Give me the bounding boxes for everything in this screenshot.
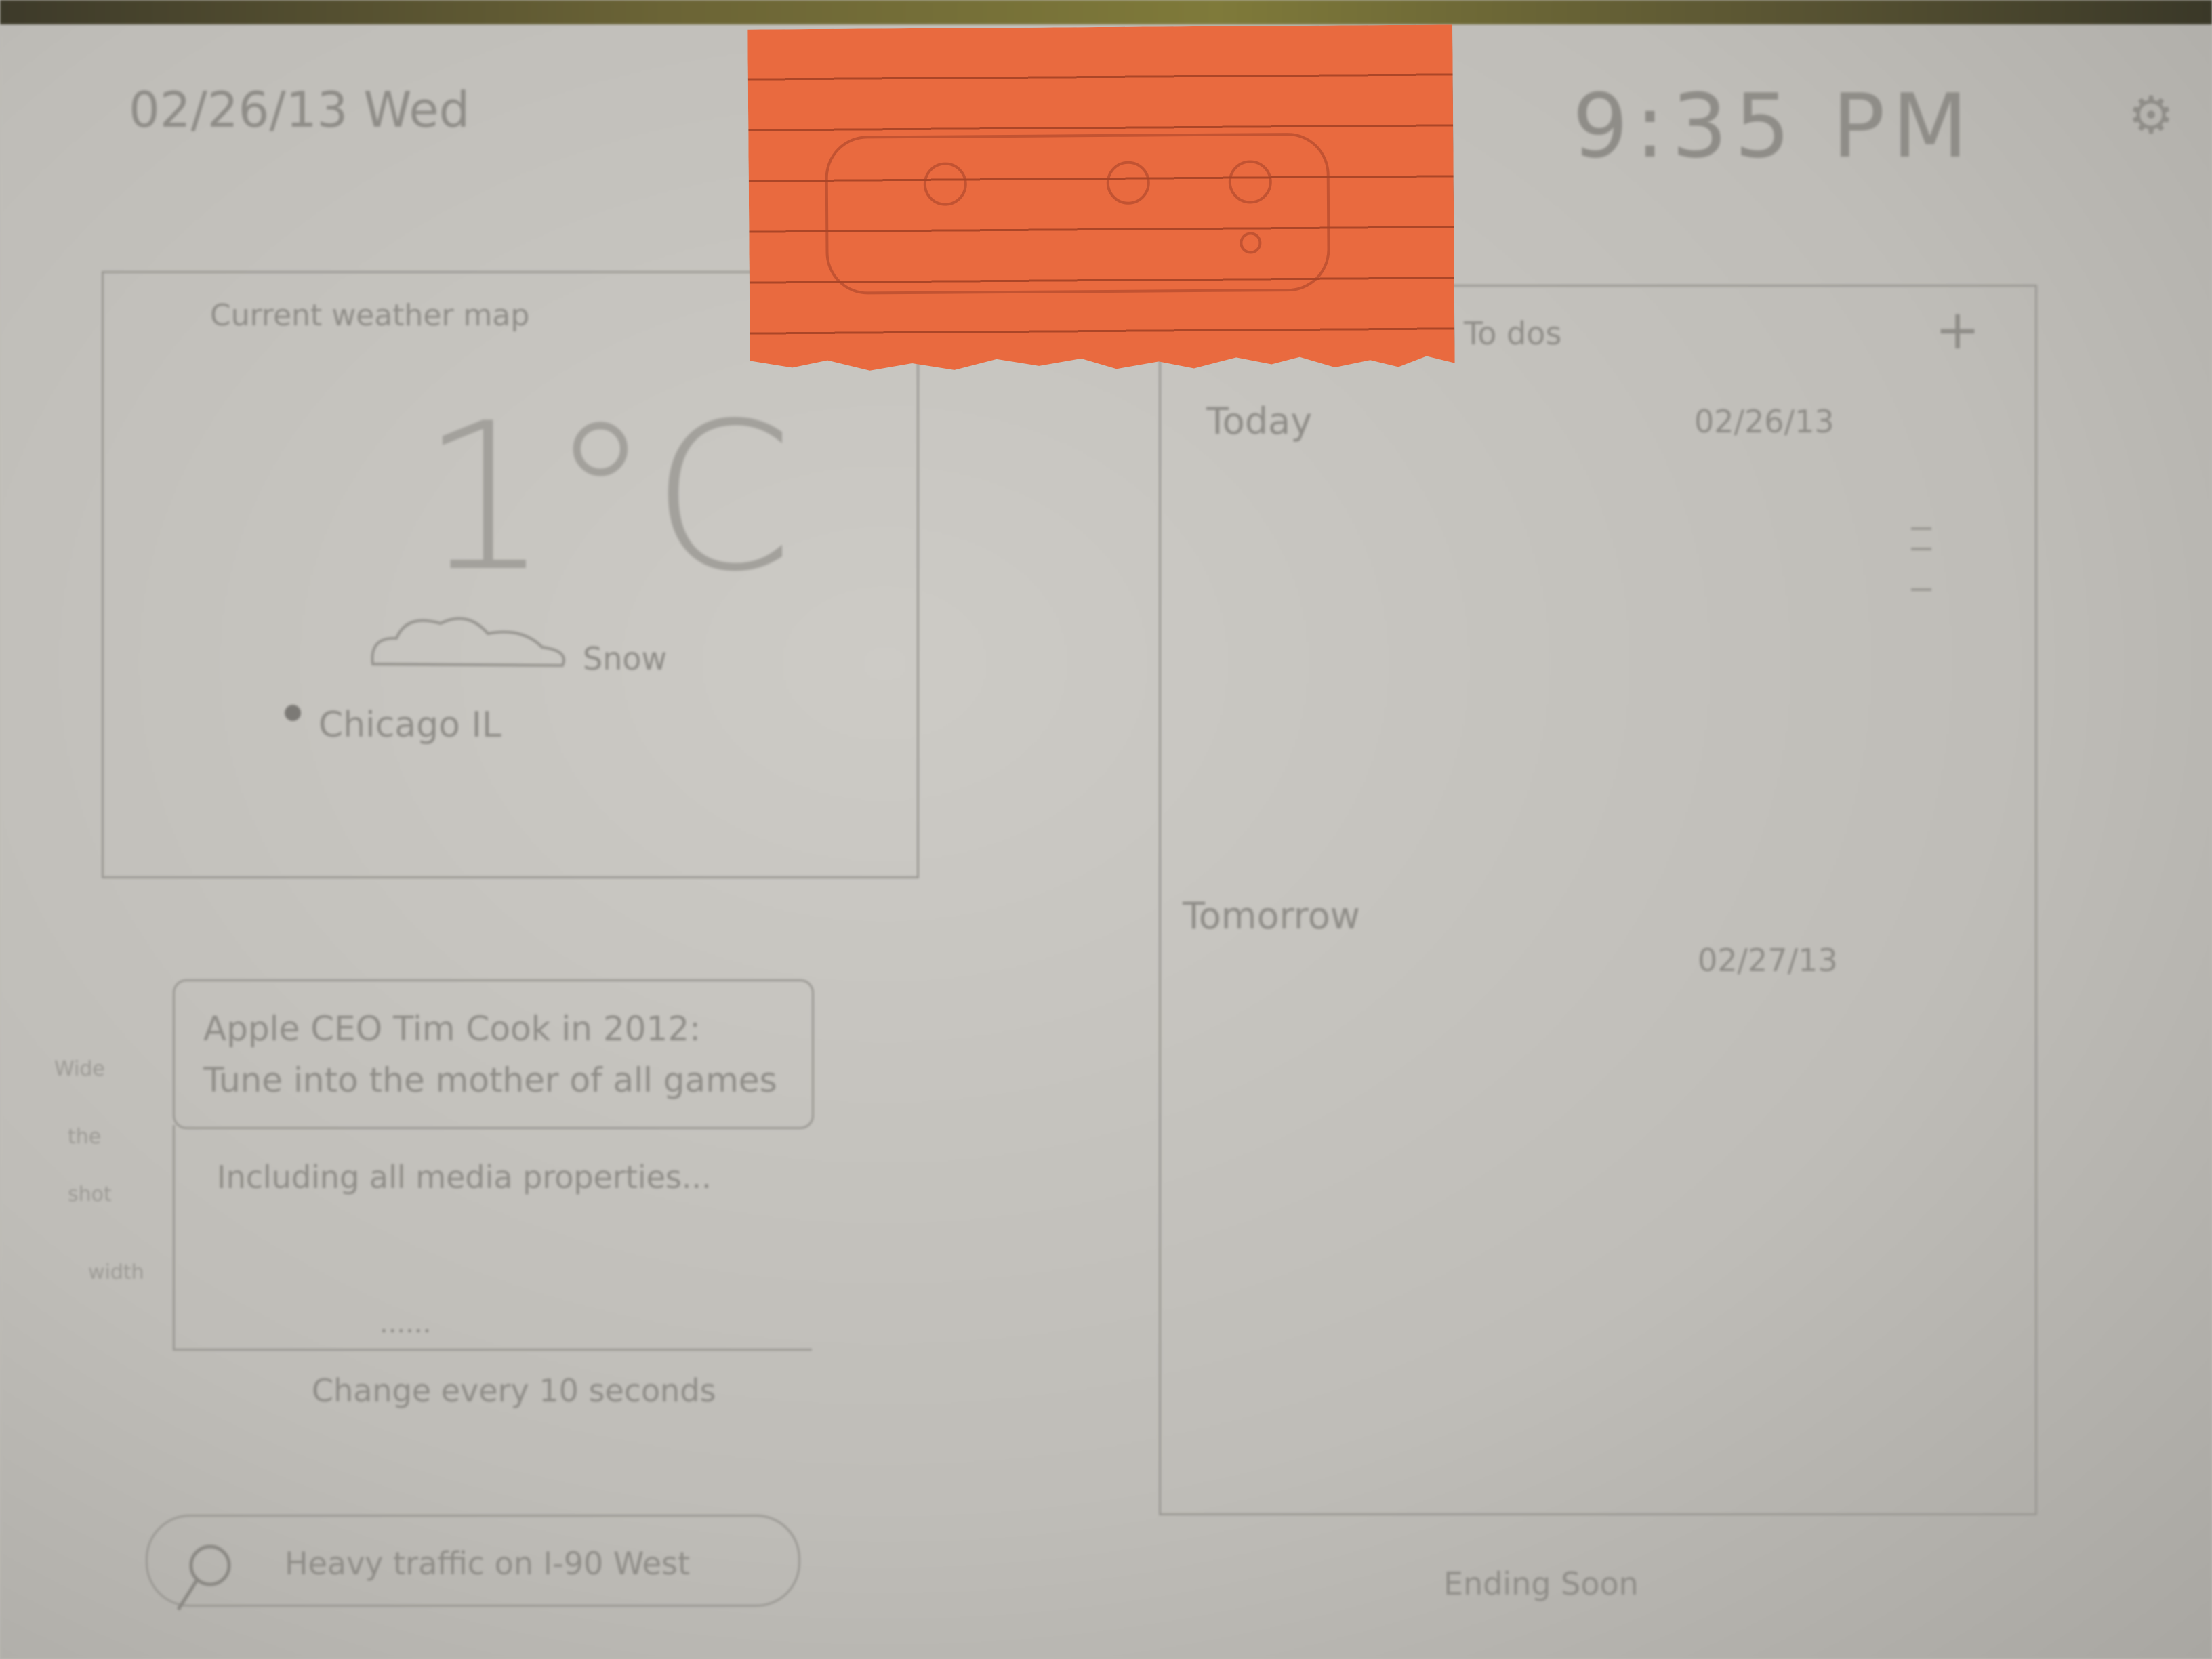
- cloud-icon: [366, 610, 569, 674]
- side-note: Wide: [54, 1057, 105, 1081]
- news-headline: Apple CEO Tim Cook in 2012: Tune into th…: [203, 1009, 777, 1100]
- weather-condition: Snow: [583, 640, 668, 677]
- plus-icon[interactable]: +: [1935, 298, 1981, 361]
- location-pin-icon: [285, 705, 301, 721]
- traffic-search-bar[interactable]: [146, 1515, 800, 1607]
- sticky-note-sketch: [823, 127, 1366, 337]
- news-more-indicator[interactable]: ......: [380, 1308, 432, 1339]
- todo-title: To dos: [1464, 315, 1562, 352]
- weather-location: Chicago IL: [319, 705, 501, 745]
- traffic-alert-text: Heavy traffic on I-90 West: [285, 1545, 690, 1582]
- paper-torn-edge: [0, 0, 2212, 24]
- scroll-handle[interactable]: [1908, 522, 1935, 606]
- side-note: width: [88, 1261, 144, 1284]
- todo-section-date: 02/27/13: [1698, 942, 1838, 979]
- todo-panel[interactable]: [1159, 285, 2037, 1515]
- todo-section-date: 02/26/13: [1694, 403, 1835, 440]
- news-summary: Including all media properties...: [217, 1159, 712, 1195]
- sticky-note: [747, 24, 1455, 382]
- side-note: the: [68, 1125, 102, 1149]
- side-note: shot: [68, 1183, 112, 1206]
- news-headline-card[interactable]: [173, 979, 814, 1129]
- gear-icon[interactable]: ⚙: [2128, 85, 2175, 145]
- news-story-area[interactable]: [173, 1125, 812, 1351]
- news-rotation-note: Change every 10 seconds: [312, 1372, 716, 1409]
- weather-title: Current weather map: [210, 298, 530, 333]
- todo-section-tomorrow: Tomorrow: [1183, 895, 1360, 937]
- todo-footer-note: Ending Soon: [1443, 1565, 1639, 1602]
- temperature-value: 1°C: [420, 380, 794, 616]
- search-icon[interactable]: [173, 1535, 254, 1619]
- weather-panel[interactable]: [102, 271, 919, 878]
- date-label: 02/26/13 Wed: [129, 81, 470, 138]
- clock-time: 9:35 PM: [1572, 75, 1975, 178]
- todo-section-today: Today: [1206, 400, 1313, 443]
